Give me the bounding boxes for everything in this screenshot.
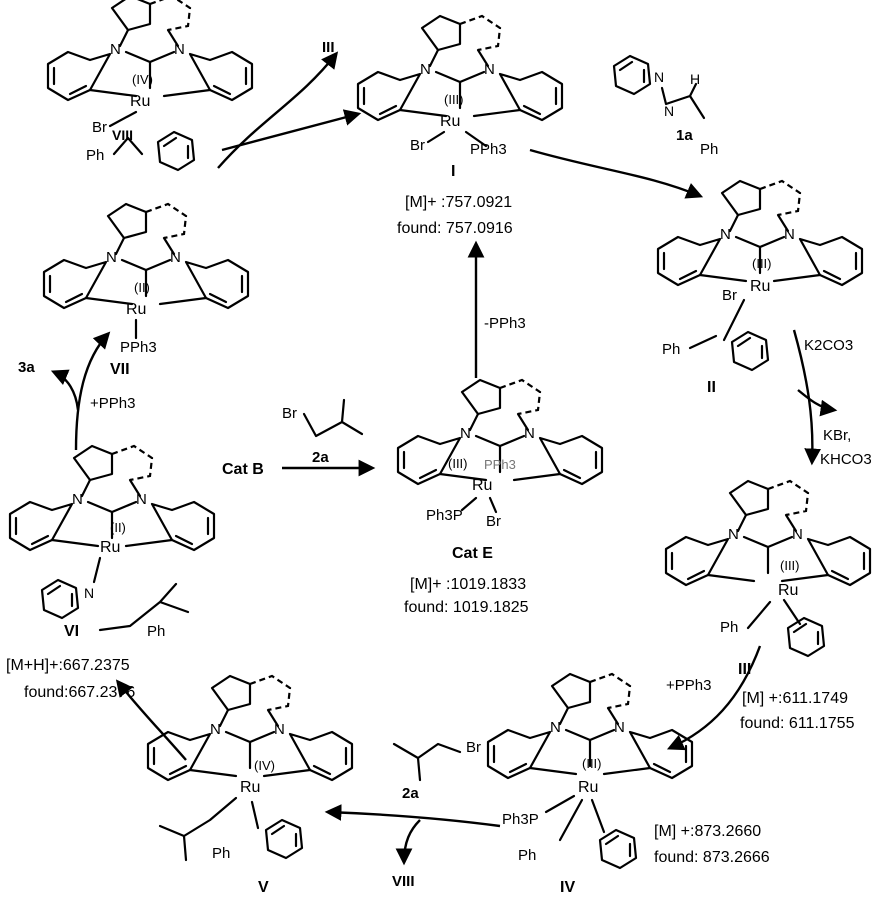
arrow-IV-to-V	[324, 804, 501, 828]
label-minus-pph3: -PPh3	[484, 315, 526, 332]
ru-VIII: Ru	[130, 93, 150, 110]
found-III: found: 611.1755	[740, 715, 855, 732]
complex-VII: Ru (II) PPh3 VII	[42, 202, 250, 378]
ph-III: Ph	[720, 619, 738, 636]
n-VI: N	[84, 585, 94, 601]
ox-VIII: (IV)	[132, 72, 153, 87]
ph3p-CatE: Ph3P	[426, 507, 463, 524]
found-IV: found: 873.2666	[654, 849, 770, 866]
ph-VIII: Ph	[86, 147, 104, 164]
ru-CatE: Ru	[472, 477, 492, 494]
ox-I: (III)	[444, 92, 464, 107]
ms-III: [M] +:611.1749	[742, 690, 848, 707]
label-khco3: KHCO3	[820, 451, 872, 468]
found-CatE: found: 1019.1825	[404, 599, 529, 616]
label-VI: VI	[64, 623, 79, 640]
complex-V: Ru (IV) Ph V	[146, 674, 354, 896]
label-2a-bottom: 2a	[402, 785, 419, 802]
label-kbr: KBr,	[823, 427, 851, 444]
ox-III: (III)	[780, 558, 800, 573]
ox-V: (IV)	[254, 758, 275, 773]
ms-VI: [M+H]+:667.2375	[6, 657, 130, 674]
pph3-VII: PPh3	[120, 339, 157, 356]
arrow-III-to-IV	[666, 645, 762, 751]
cycle-arrows	[50, 51, 838, 866]
complex-CatE: Ru (III) PPh3 Ph3P Br Cat E [M]+ :1019.1…	[396, 378, 604, 616]
n2-1a: N	[664, 103, 674, 119]
arrow-VIII-to-III	[217, 51, 339, 169]
label-prod-III: III	[322, 39, 335, 56]
br-I: Br	[410, 137, 425, 154]
complex-IV: Ru (III) Ph3P Ph IV [M] +:873.2660 found…	[486, 672, 770, 896]
ru-VII: Ru	[126, 301, 146, 318]
ms-I: [M]+ :757.0921	[405, 194, 512, 211]
ms-IV: [M] +:873.2660	[654, 823, 761, 840]
arrow-VI-to-VII	[74, 331, 111, 451]
label-cat-b: Cat B	[222, 461, 264, 478]
substrate-2a-top: Br 2a	[282, 398, 364, 466]
br-VIII: Br	[92, 119, 107, 136]
ru-V: Ru	[240, 779, 260, 796]
br-CatE: Br	[486, 513, 501, 530]
substrate-1a: N N H Ph 1a	[612, 54, 718, 158]
ox-IV: (III)	[582, 756, 602, 771]
label-plus-pph3-left: +PPh3	[90, 395, 135, 412]
ox-CatE: (III)	[448, 456, 468, 471]
label-2a-top: 2a	[312, 449, 329, 466]
ms-CatE: [M]+ :1019.1833	[410, 576, 526, 593]
label-V: V	[258, 879, 269, 896]
label-plus-pph3-right: +PPh3	[666, 677, 711, 694]
ox-VI: (II)	[110, 520, 126, 535]
br-II: Br	[722, 287, 737, 304]
found-VI: found:667.2376	[24, 684, 135, 701]
arrow-V-to-VI	[115, 679, 187, 761]
arrow-VIII-out	[395, 819, 421, 866]
ph-II: Ph	[662, 341, 680, 358]
ph3p-IV: Ph3P	[502, 811, 539, 828]
arrow-3a-out	[50, 369, 80, 411]
complex-VIII: Ru (IV) Br Ph VIII	[46, 0, 254, 172]
label-II: II	[707, 379, 716, 396]
pph3-I: PPh3	[470, 141, 507, 158]
ph-V: Ph	[212, 845, 230, 862]
br-2a-bottom: Br	[466, 739, 481, 756]
label-1a: 1a	[676, 127, 693, 144]
label-VIII: VIII	[112, 127, 133, 143]
label-k2co3: K2CO3	[804, 337, 853, 354]
arrow-labels: III -PPh3 K2CO3 KBr, KHCO3 +PPh3 VIII +P…	[18, 39, 872, 890]
arrow-I-to-II	[529, 148, 704, 199]
ru-IV: Ru	[578, 779, 598, 796]
complex-III: Ru (III) Ph III [M] +:611.1749 found: 61…	[664, 479, 872, 732]
label-I: I	[451, 163, 455, 180]
complex-VI: Ru (II) N Ph VI [M+H]+:667.2375 found:66…	[6, 444, 216, 701]
complex-II: Ru (III) Br Ph II	[656, 179, 864, 396]
pph3-CatE: PPh3	[484, 457, 516, 472]
label-prod-3a: 3a	[18, 359, 35, 376]
br-2a-top: Br	[282, 405, 297, 422]
ph-VI: Ph	[147, 623, 165, 640]
ph-1a: Ph	[700, 141, 718, 158]
label-VII: VII	[110, 361, 130, 378]
n-1a: N	[654, 69, 664, 85]
ox-II: (III)	[752, 256, 772, 271]
label-IV: IV	[560, 879, 575, 896]
h-1a: H	[690, 71, 700, 87]
found-I: found: 757.0916	[397, 220, 513, 237]
ox-VII: (II)	[134, 280, 150, 295]
complex-I: Ru (III) Br PPh3 I [M]+ :757.0921 found:…	[356, 14, 564, 237]
arrow-VIII-to-I	[221, 109, 362, 152]
label-CatE: Cat E	[452, 545, 493, 562]
ph-IV: Ph	[518, 847, 536, 864]
ru-VI: Ru	[100, 539, 120, 556]
ru-III: Ru	[778, 582, 798, 599]
arrow-kbr	[797, 389, 838, 417]
ru-I: Ru	[440, 113, 460, 130]
substrate-2a-bottom: Br 2a	[392, 739, 481, 802]
label-prod-VIII: VIII	[392, 873, 415, 890]
ru-II: Ru	[750, 278, 770, 295]
